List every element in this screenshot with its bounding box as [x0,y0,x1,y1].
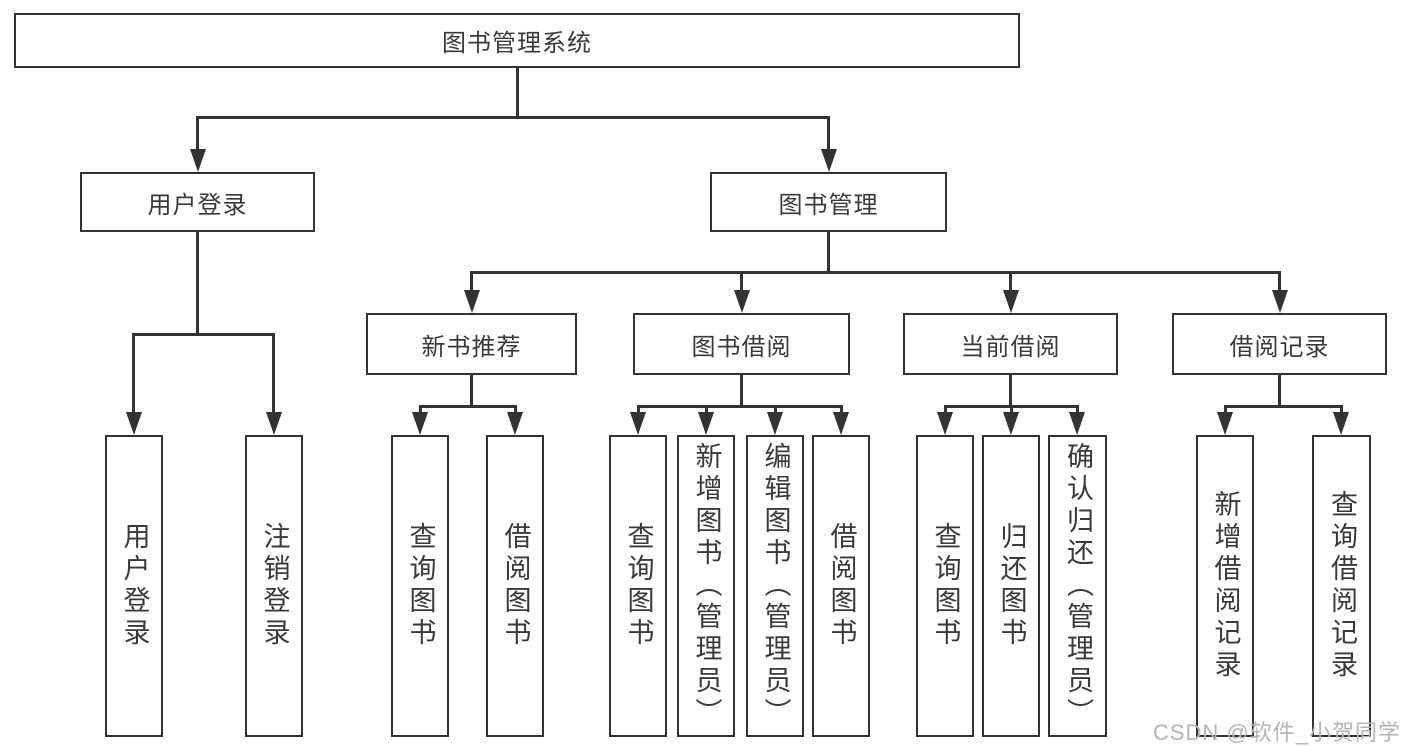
arrow-down-icon [767,412,783,435]
arrow-down-icon [734,290,750,313]
connector-line [827,232,830,273]
leaf-current-query-books: 查询图书 [916,435,974,737]
leaf-label: 确认归还（管理员） [1063,442,1093,730]
arrow-down-icon [266,412,282,435]
connector-line [516,68,519,118]
arrow-down-icon [1272,290,1288,313]
connector-line [1076,405,1079,415]
leaf-label: 归还图书 [996,522,1027,650]
connector-line [470,271,1280,274]
connector-line [1224,405,1342,408]
node-library-system: 图书管理系统 [14,13,1020,68]
connector-line [470,375,473,407]
leaf-label: 查询借阅记录 [1327,490,1357,682]
connector-line [1278,375,1281,407]
leaf-logout: 注销登录 [245,435,303,737]
connector-line [196,232,199,335]
leaf-label: 用户登录 [119,522,150,650]
connector-line [637,405,640,415]
node-current-borrowing: 当前借阅 [903,313,1118,375]
connector-line [514,405,517,415]
connector-line [637,405,842,408]
connector-line [196,116,830,119]
csdn-watermark: CSDN @软件_小贺同学 [1152,720,1401,745]
connector-line [470,271,473,292]
arrow-down-icon [190,149,206,172]
arrow-down-icon [698,412,714,435]
leaf-label: 新增借阅记录 [1210,490,1241,682]
arrow-down-icon [821,149,837,172]
leaf-borrowing-borrow-books: 借阅图书 [812,435,870,737]
connector-line [705,405,708,415]
arrow-down-icon [937,412,953,435]
connector-line [840,405,843,415]
arrow-down-icon [630,412,646,435]
connector-line [740,271,743,292]
leaf-current-return-books: 归还图书 [982,435,1040,737]
node-label: 图书管理系统 [442,30,592,57]
connector-line [132,333,135,413]
connector-line [944,405,947,415]
node-label: 用户登录 [147,191,248,219]
node-user-login: 用户登录 [80,172,315,232]
connector-line [1340,405,1343,415]
node-label: 图书管理 [778,191,879,219]
arrow-down-icon [412,412,428,435]
connector-line [774,405,777,415]
arrow-down-icon [1333,412,1349,435]
node-label: 新书推荐 [421,333,522,361]
arrow-down-icon [1069,412,1085,435]
leaf-borrowing-query-books: 查询图书 [609,435,667,737]
leaf-label: 借阅图书 [826,522,857,650]
connector-line [419,405,422,415]
leaf-label: 查询图书 [623,522,654,650]
connector-line [272,333,275,413]
arrow-down-icon [1003,290,1019,313]
node-label: 借阅记录 [1229,333,1330,361]
connector-line [419,405,516,408]
node-label: 当前借阅 [960,333,1061,361]
connector-line [827,116,830,150]
arrow-down-icon [507,412,523,435]
leaf-label: 借阅图书 [500,522,531,650]
arrow-down-icon [126,412,142,435]
connector-line [1224,405,1227,415]
leaf-label: 查询图书 [930,522,961,650]
node-book-management: 图书管理 [710,172,947,232]
leaf-label: 注销登录 [259,522,290,650]
connector-line [1009,375,1012,407]
leaf-current-confirm-return-admin: 确认归还（管理员） [1048,435,1107,737]
leaf-borrowing-add-books-admin: 新增图书（管理员） [677,435,735,737]
node-borrowing-records: 借阅记录 [1172,313,1387,375]
leaf-recommend-query-books: 查询图书 [391,435,449,737]
arrow-down-icon [1003,412,1019,435]
connector-line [1278,271,1281,292]
leaf-records-add-borrow-record: 新增借阅记录 [1196,435,1254,737]
connector-line [196,116,199,150]
connector-line [132,333,275,336]
arrow-down-icon [464,290,480,313]
leaf-recommend-borrow-books: 借阅图书 [486,435,544,737]
node-new-book-recommendation: 新书推荐 [366,313,577,375]
arrow-down-icon [833,412,849,435]
leaf-user-login: 用户登录 [105,435,163,737]
connector-line [1010,405,1013,415]
connector-line [1009,271,1012,292]
leaf-records-query-borrow-record: 查询借阅记录 [1312,435,1371,737]
arrow-down-icon [1217,412,1233,435]
leaf-borrowing-edit-books-admin: 编辑图书（管理员） [746,435,804,737]
leaf-label: 查询图书 [405,522,436,650]
leaf-label: 新增图书（管理员） [691,442,722,730]
connector-line [740,375,743,407]
leaf-label: 编辑图书（管理员） [760,442,791,730]
node-label: 图书借阅 [691,333,792,361]
node-book-borrowing: 图书借阅 [633,313,850,375]
